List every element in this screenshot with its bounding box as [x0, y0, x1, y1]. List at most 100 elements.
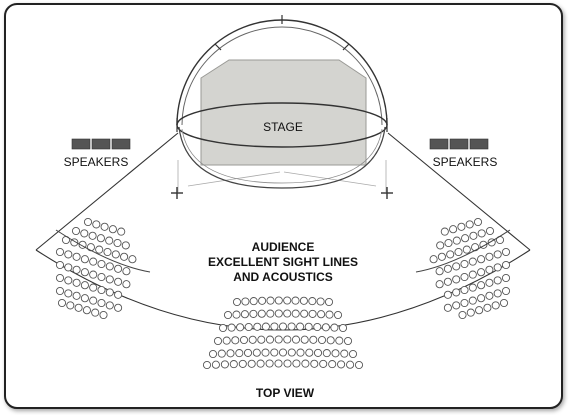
seat-circle-icon [97, 285, 106, 295]
seat-circle-icon [466, 308, 475, 317]
seat-circle-icon [96, 234, 105, 243]
seat-circle-icon [287, 322, 296, 331]
seat-circle-icon [55, 286, 65, 296]
seat-circle-icon [292, 359, 301, 368]
seat-circle-icon [343, 336, 353, 346]
seat-circle-icon [111, 250, 120, 259]
seat-circle-icon [317, 335, 327, 345]
seat-circle-icon [354, 360, 364, 370]
seat-circle-icon [261, 348, 270, 357]
seat-circle-icon [477, 255, 486, 264]
seat-circle-icon [120, 252, 129, 261]
audience-line-1: AUDIENCE [252, 240, 315, 254]
seat-circle-icon [313, 322, 322, 332]
seat-circle-icon [348, 349, 358, 359]
seat-circle-icon [278, 322, 288, 331]
seat-circle-icon [202, 360, 212, 370]
seat-circle-icon [236, 323, 245, 332]
seat-circle-icon [477, 294, 486, 303]
seat-circle-icon [80, 281, 89, 290]
seat-circle-icon [72, 291, 81, 300]
seat-circle-icon [316, 297, 325, 306]
seat-circle-icon [97, 259, 106, 269]
seat-circle-icon [108, 225, 117, 234]
seat-circle-icon [66, 301, 75, 310]
audience-line-2: EXCELLENT SIGHT LINES [208, 255, 358, 269]
stage-label: STAGE [263, 120, 303, 134]
seat-circle-icon [436, 241, 445, 250]
seat-circle-icon [452, 288, 461, 297]
speaker-box-icon [429, 138, 489, 150]
seat-circle-icon [72, 265, 81, 274]
seat-circle-icon [493, 276, 502, 285]
seat-circle-icon [122, 267, 131, 276]
seat-circle-icon [468, 283, 477, 292]
seat-circle-icon [121, 241, 130, 250]
seat-circle-icon [287, 348, 296, 357]
stage-platform [200, 59, 367, 166]
seat-circle-icon [218, 323, 228, 333]
seat-circle-icon [55, 260, 65, 270]
speakers-left-label: SPEAKERS [64, 155, 129, 169]
seat-circle-icon [446, 250, 455, 259]
seat-circle-icon [337, 360, 346, 369]
seat-circle-icon [232, 310, 241, 319]
seat-circle-icon [258, 296, 267, 305]
seat-circle-icon [501, 247, 511, 257]
seat-circle-icon [97, 298, 106, 308]
seat-circle-icon [208, 349, 218, 359]
seat-circle-icon [240, 310, 249, 319]
seat-circle-icon [223, 310, 233, 320]
seat-circle-icon [80, 268, 89, 277]
seat-circle-icon [249, 297, 258, 306]
seat-circle-icon [429, 255, 438, 264]
seat-circle-icon [105, 301, 114, 310]
seat-circle-icon [274, 359, 283, 368]
seat-circle-icon [278, 348, 288, 357]
seat-circle-icon [454, 247, 463, 257]
seat-circle-icon [105, 262, 114, 271]
dome-inner-arc [181, 26, 383, 126]
audience-caption: AUDIENCE EXCELLENT SIGHT LINES AND ACOUS… [208, 240, 358, 284]
seat-circle-icon [122, 280, 131, 289]
seat-circle-icon [477, 229, 486, 238]
seat-circle-icon [64, 289, 73, 298]
seat-circle-icon [444, 238, 453, 248]
seat-circle-icon [308, 297, 317, 306]
seat-circle-icon [235, 349, 244, 358]
seat-circle-icon [266, 296, 275, 305]
seat-circle-icon [257, 335, 266, 344]
seat-circle-icon [86, 243, 95, 252]
seat-circle-icon [435, 267, 444, 276]
seat-circle-icon [346, 360, 355, 369]
dome-tick-marks [176, 15, 388, 132]
seat-circle-icon [319, 359, 328, 368]
seat-circle-icon [449, 225, 458, 234]
seat-circle-icon [501, 273, 511, 283]
seat-circle-icon [105, 275, 114, 284]
seat-circle-icon [471, 243, 480, 252]
seat-circle-icon [328, 360, 337, 369]
seat-circle-icon [74, 303, 83, 312]
seat-circle-icon [333, 310, 343, 320]
seat-circle-icon [309, 335, 318, 344]
speaker-box-icon [71, 138, 131, 150]
seat-circle-icon [452, 236, 461, 245]
seat-circle-icon [468, 270, 477, 279]
seat-circle-icon [499, 298, 509, 308]
seat-circle-icon [55, 247, 65, 257]
boundary-left-line [35, 132, 179, 251]
seat-circle-icon [229, 360, 238, 369]
seat-circle-icon [71, 226, 81, 236]
seat-circle-icon [461, 234, 470, 243]
seat-circle-icon [274, 296, 283, 305]
seat-circle-icon [443, 303, 452, 312]
seat-circle-icon [92, 220, 101, 229]
seat-circle-icon [80, 229, 89, 238]
seat-circle-icon [89, 257, 98, 266]
speakers-right-label: SPEAKERS [433, 155, 498, 169]
seat-circle-icon [300, 335, 309, 344]
seat-circle-icon [274, 309, 283, 318]
seat-circle-icon [291, 296, 300, 305]
